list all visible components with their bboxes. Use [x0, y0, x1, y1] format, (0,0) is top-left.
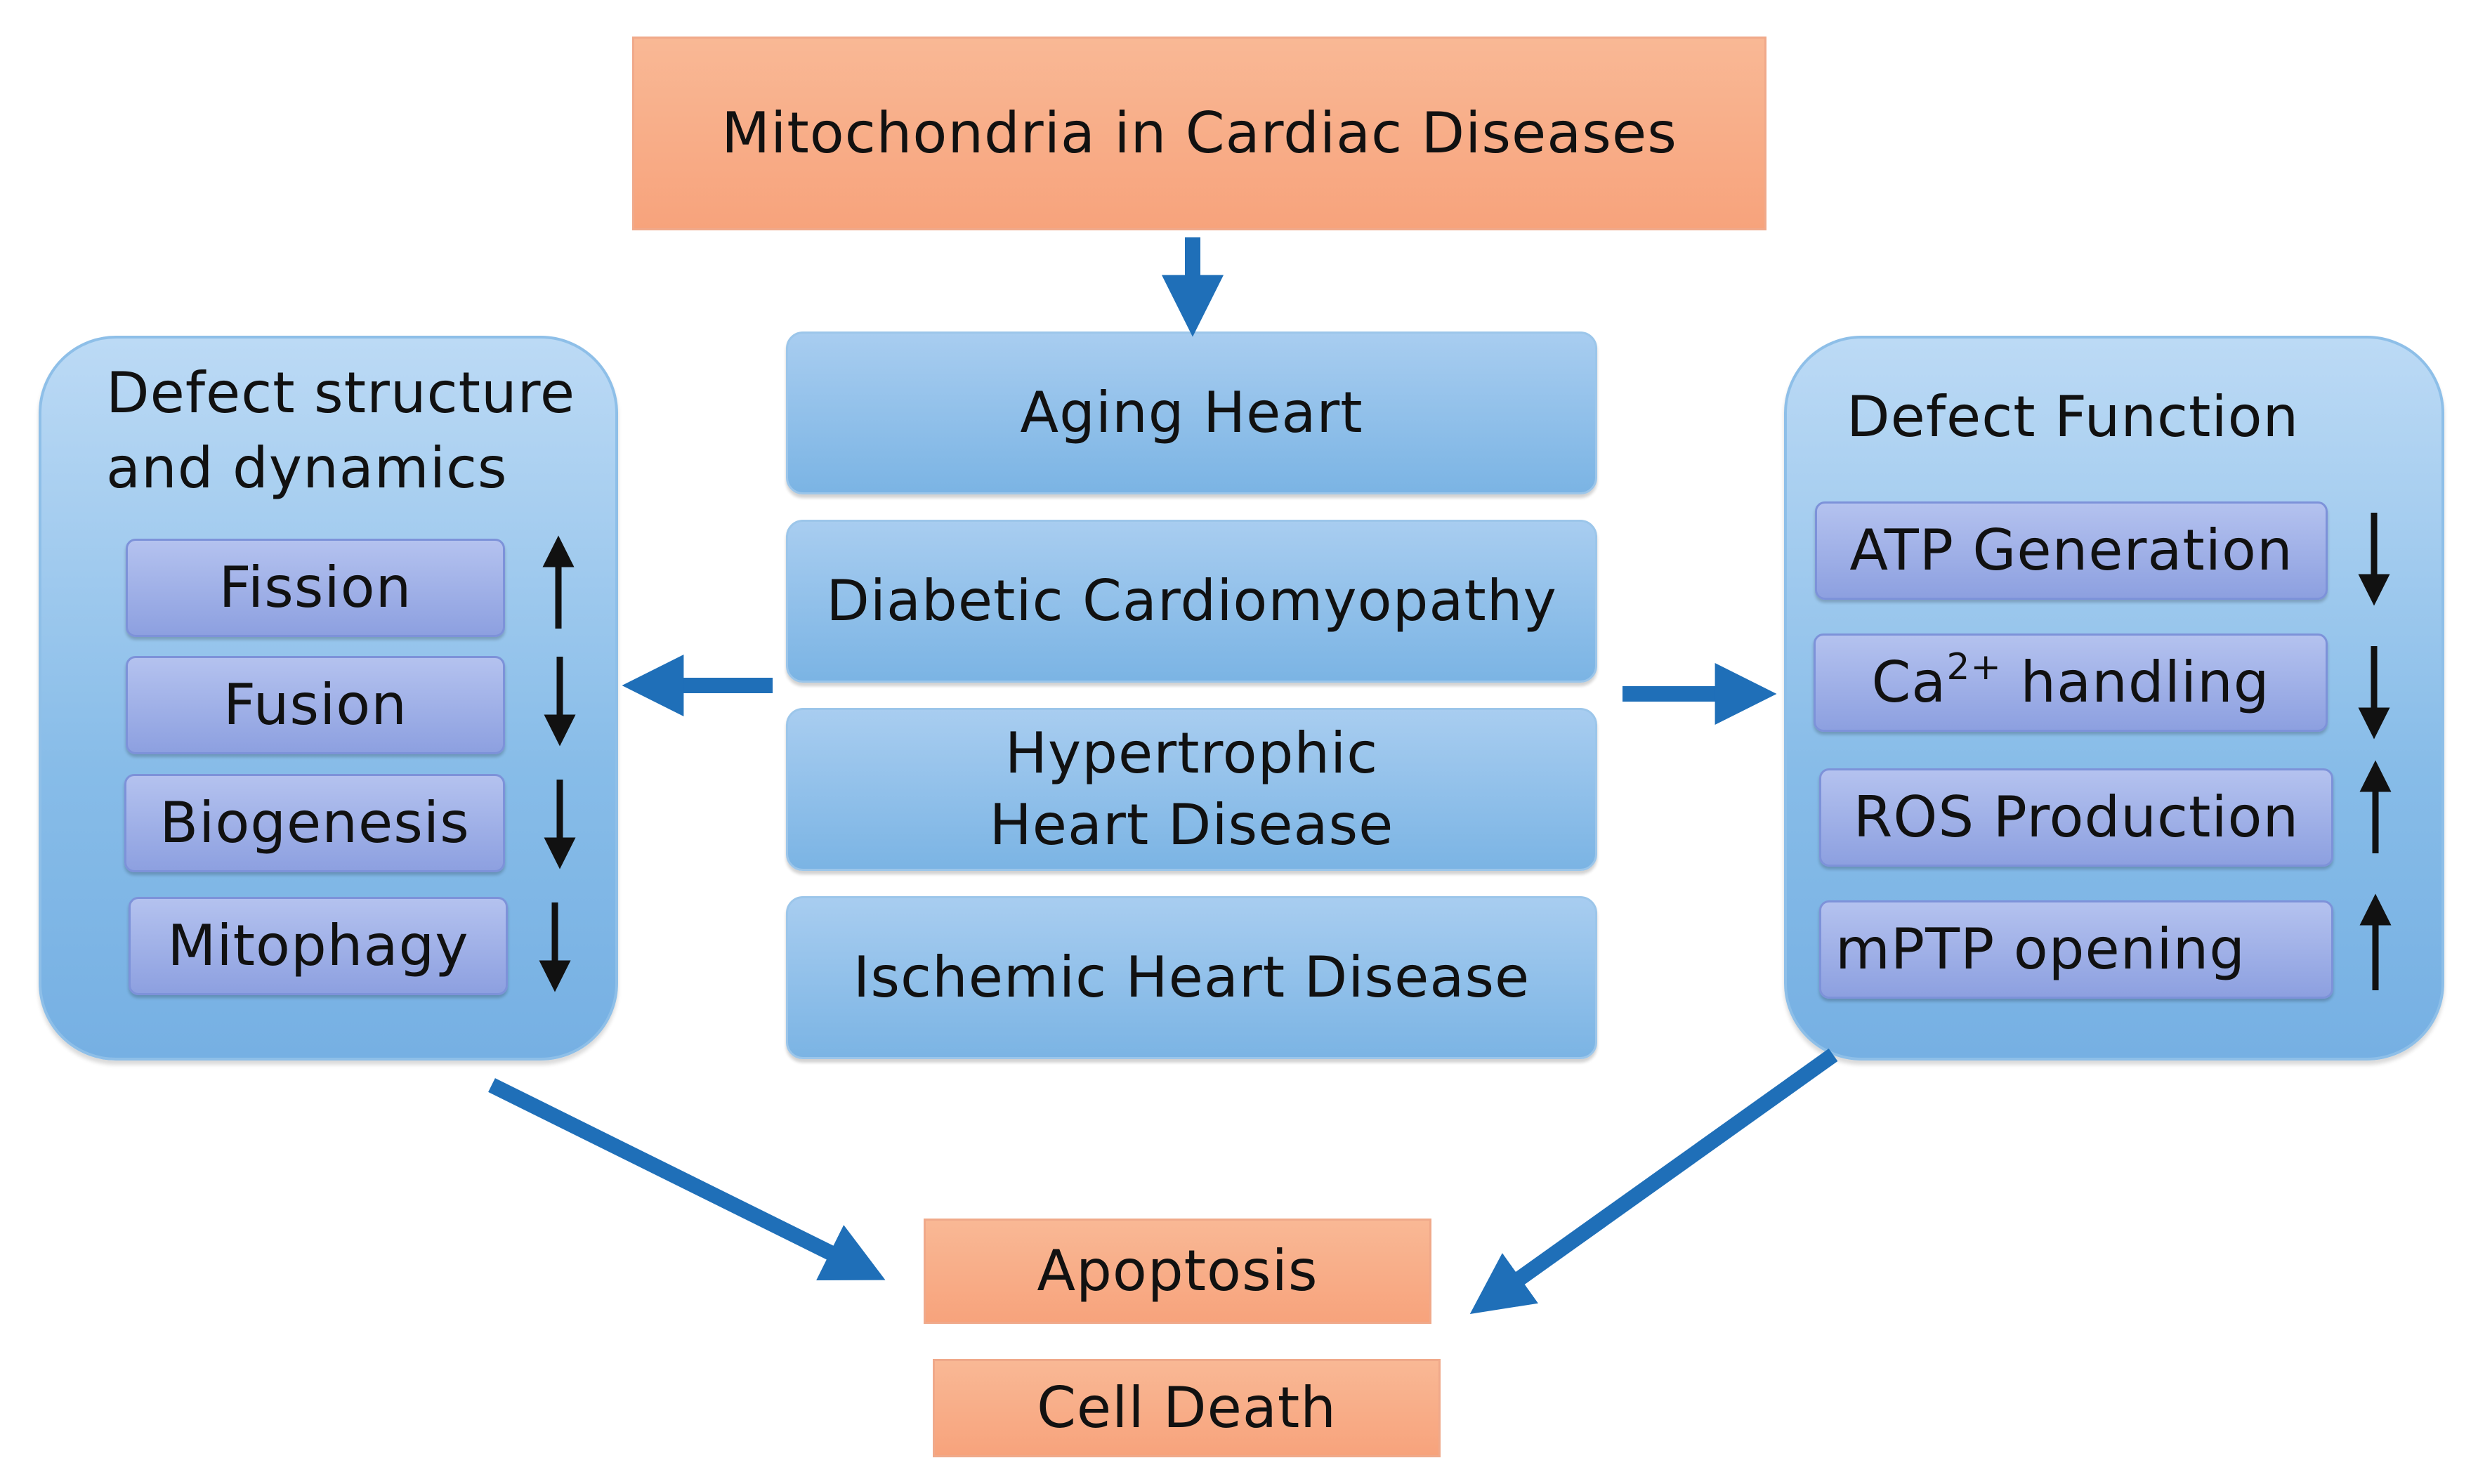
disease-diabetic-cardiomyopathy: Diabetic Cardiomyopathy: [786, 520, 1597, 683]
outcome-apoptosis: Apoptosis: [924, 1219, 1431, 1324]
left-panel-title-line2: and dynamics: [106, 435, 508, 501]
disease-label-line2: Heart Disease: [989, 792, 1394, 858]
item-biogenesis: Biogenesis: [124, 774, 505, 872]
title-text: Mitochondria in Cardiac Diseases: [721, 100, 1677, 166]
item-label-ca: Ca: [1871, 650, 1947, 715]
item-ros-production: ROS Production: [1819, 768, 2333, 867]
item-label: mPTP opening: [1835, 917, 2246, 982]
disease-aging-heart: Aging Heart: [786, 331, 1597, 494]
item-mitophagy: Mitophagy: [129, 897, 508, 995]
item-atp-generation: ATP Generation: [1815, 501, 2328, 600]
item-label: Fusion: [223, 672, 407, 737]
arrow-right-panel-to-apoptosis: [1469, 1049, 1838, 1314]
item-label: Fission: [218, 555, 412, 620]
left-panel-structure-dynamics: Defect structure and dynamics Fission Fu…: [39, 336, 618, 1061]
item-fission: Fission: [126, 539, 505, 637]
disease-hypertrophic-heart-disease: Hypertrophic Heart Disease: [786, 708, 1597, 871]
item-label: ROS Production: [1853, 784, 2300, 850]
title-box: Mitochondria in Cardiac Diseases: [632, 37, 1766, 230]
disease-label: Aging Heart: [1020, 380, 1363, 445]
left-panel-title-line1: Defect structure: [106, 360, 576, 426]
arrow-left-panel-to-apoptosis: [488, 1078, 886, 1280]
disease-ischemic-heart-disease: Ischemic Heart Disease: [786, 896, 1597, 1059]
item-ca-handling: Ca2+ handling: [1814, 633, 2328, 732]
outcome-label: Cell Death: [1037, 1375, 1337, 1440]
right-panel-defect-function: Defect Function ATP Generation Ca2+ hand…: [1784, 336, 2444, 1061]
outcome-label: Apoptosis: [1037, 1238, 1318, 1304]
item-label: Ca2+ handling: [1871, 649, 2269, 711]
item-mptp-opening: mPTP opening: [1819, 900, 2333, 999]
outcome-cell-death: Cell Death: [933, 1359, 1441, 1457]
item-label: Mitophagy: [167, 913, 469, 978]
item-label: Biogenesis: [159, 790, 470, 855]
disease-label: Diabetic Cardiomyopathy: [826, 568, 1557, 633]
right-panel-title: Defect Function: [1847, 384, 2300, 449]
item-label: ATP Generation: [1849, 518, 2293, 583]
item-label-superscript: 2+: [1946, 646, 2002, 688]
item-label-handling: handling: [2001, 650, 2270, 715]
item-fusion: Fusion: [126, 656, 505, 754]
disease-label: Ischemic Heart Disease: [853, 945, 1530, 1010]
disease-label-line1: Hypertrophic: [1004, 721, 1379, 786]
